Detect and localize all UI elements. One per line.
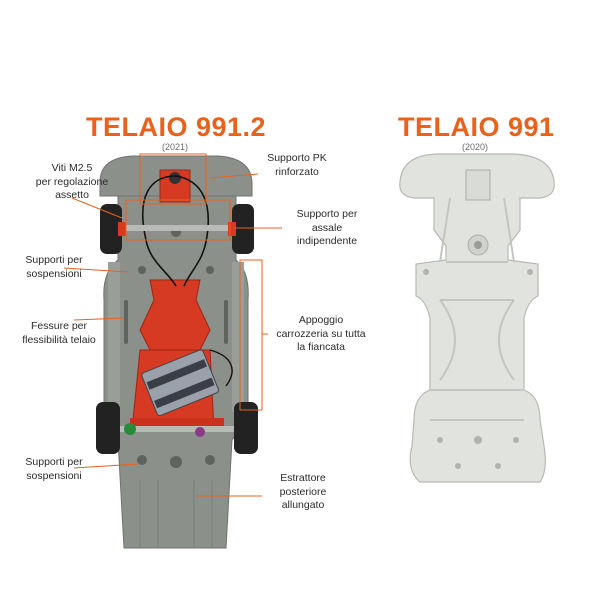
left-chassis-title: TELAIO 991.2 [86,112,267,142]
left-chassis-image [96,155,258,549]
callout-viti: Viti M2.5 per regolazione assetto [35,162,109,202]
callout-estrattore: Estrattore posteriore allungato [279,472,327,512]
callout-supporti-sospensioni-bottom: Supporti per sospensioni [25,456,83,482]
callout-supporto-assale: Supporto per assale indipendente [296,208,358,248]
callout-appoggio: Appoggio carrozzeria su tutta la fiancat… [276,314,366,354]
callout-fessure: Fessure per flessibilità telaio [22,320,96,346]
left-chassis-year: (2021) [162,142,189,152]
right-chassis-year: (2020) [462,142,489,152]
right-chassis-title: TELAIO 991 [398,112,555,142]
callout-supporti-sospensioni-top: Supporti per sospensioni [25,254,83,280]
right-chassis-image [399,153,555,483]
callout-lines [63,153,282,497]
callout-supporto-pk: Supporto PK rinforzato [267,152,327,178]
